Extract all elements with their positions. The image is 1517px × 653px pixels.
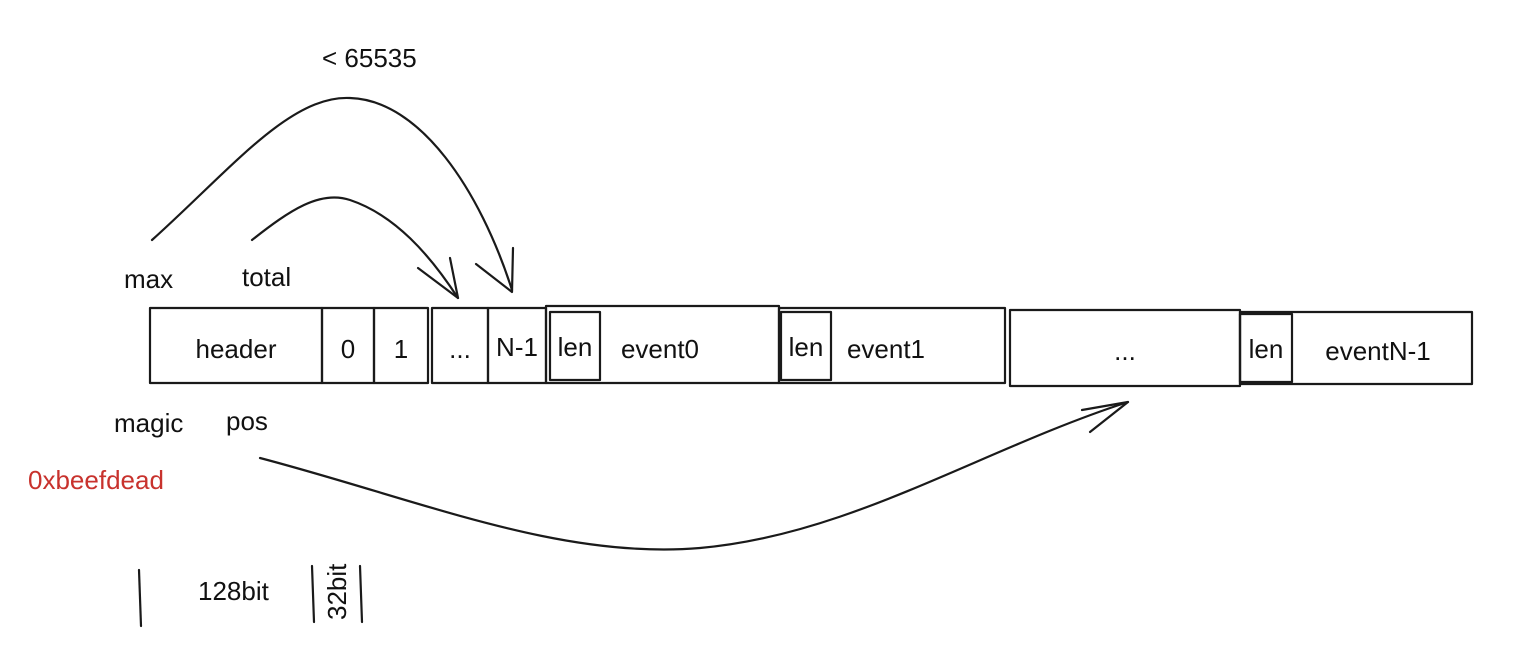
pos-label: pos [226,406,268,436]
legend-32bit-mark-left [310,564,316,624]
event-block-1: len event1 [777,306,1007,385]
index-cell-label: 1 [394,334,408,364]
event-block-0: len event0 [544,304,781,385]
event-block-last: len eventN-1 [1238,310,1474,386]
arrow-pos-to-events [258,400,1130,551]
legend-32bit-mark-right [358,564,364,624]
len-field-1 [779,310,833,382]
max-label: max [124,264,173,294]
header-cell: header [148,306,324,385]
arrow-total-to-index [250,196,460,300]
legend-32bit-label: 32bit [322,563,352,620]
magic-label: magic [114,408,183,438]
len-field-last [1238,312,1294,384]
len-field-0 [548,310,602,382]
event-label: event1 [847,334,925,364]
limit-label: < 65535 [322,43,417,73]
legend-128bit-label: 128bit [198,576,270,606]
total-label: total [242,262,291,292]
legend-128bit-mark [137,568,143,628]
header-cell-label: header [196,334,277,364]
index-cell-label: N-1 [496,332,538,362]
len-label: len [789,332,824,362]
layout-row: header 0 1 ... N-1 len event0 [148,304,1474,388]
magic-value: 0xbeefdead [28,465,164,495]
index-cell-label: 0 [341,334,355,364]
event-label: eventN-1 [1325,336,1431,366]
index-cell-0: 0 [320,306,376,385]
event-label: ... [1114,336,1136,366]
event-label: event0 [621,334,699,364]
event-block-ellipsis: ... [1008,308,1242,388]
arrow-max-to-last-index [150,96,515,294]
index-cell-label: ... [449,334,471,364]
len-label: len [1249,334,1284,364]
legend: 128bit 32bit [137,563,364,628]
index-cell-1: 1 [372,306,430,385]
index-cell-last: N-1 [486,306,548,385]
len-label: len [558,332,593,362]
index-cell-ellipsis: ... [430,306,490,385]
